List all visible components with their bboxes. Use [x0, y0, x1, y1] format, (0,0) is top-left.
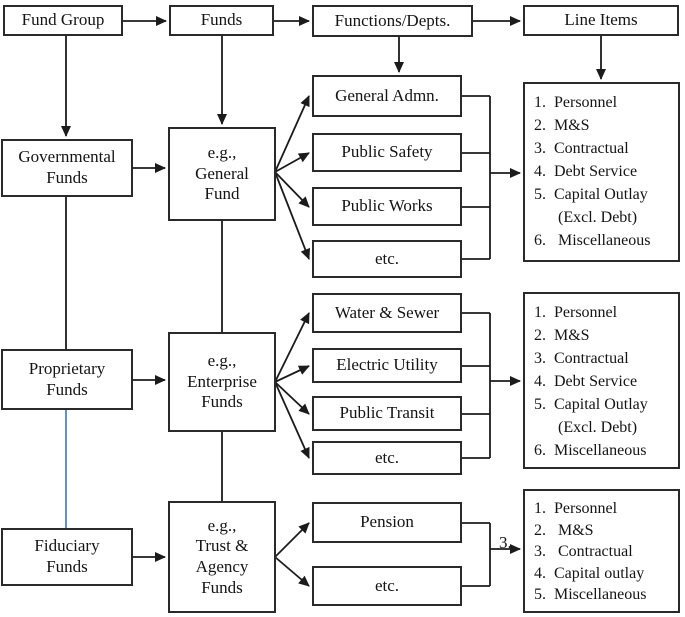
line-item: 1. Personnel	[534, 94, 618, 111]
gov-function-public-safety: Public Safety	[312, 133, 462, 172]
line-item: 2. M&S	[534, 521, 594, 539]
line-item: 3. Contractual	[534, 543, 633, 560]
fiduciary-funds-box: Fiduciary Funds	[1, 528, 133, 586]
prop-line-items-box: 1. Personnel 2. M&S 3. Contractual 4. Debt …	[523, 292, 680, 469]
gov-function-etc: etc.	[312, 240, 462, 278]
prop-function-water-sewer: Water & Sewer	[312, 293, 462, 333]
line-item: 5. Capital Outlay (Excl. Debt)	[534, 186, 648, 226]
trust-agency-funds-box: e.g., Trust & Agency Funds	[168, 501, 276, 613]
gov-line-items-box: 1. Personnel 2. M&S 3. Contractual 4. Debt …	[523, 82, 680, 262]
header-funds: Funds	[169, 5, 274, 36]
governmental-funds-box: Governmental Funds	[1, 139, 133, 197]
line-item: 5. Miscellaneous	[534, 586, 647, 603]
fid-line-items-box: 1. Personnel 2. M&S 3. Contractual 4. Capit…	[523, 489, 680, 613]
line-item: 6. Miscellaneous	[534, 232, 651, 249]
line-item: 6. Miscellaneous	[534, 442, 647, 459]
prop-function-etc: etc.	[312, 441, 462, 475]
header-fund-group: Fund Group	[3, 5, 123, 36]
line-item: 4. Capital outlay	[534, 564, 645, 582]
line-item: 4. Debt Service	[534, 163, 638, 180]
line-item: 5. Capital Outlay (Excl. Debt)	[534, 396, 648, 436]
header-functions-depts: Functions/Depts.	[312, 5, 473, 37]
proprietary-funds-box: Proprietary Funds	[1, 349, 133, 410]
line-item: 1. Personnel	[534, 500, 618, 517]
gov-function-general-admn: General Admn.	[312, 75, 462, 117]
header-line-items: Line Items	[523, 5, 679, 36]
fid-function-etc: etc.	[312, 566, 462, 606]
line-item: 2. M&S	[534, 327, 590, 344]
gov-function-public-works: Public Works	[312, 187, 462, 226]
line-item: 3. Contractual	[534, 350, 629, 367]
line-item: 3. Contractual	[534, 140, 629, 157]
line-item: 1. Personnel	[534, 304, 618, 321]
fid-function-pension: Pension	[312, 502, 462, 543]
enterprise-funds-box: e.g., Enterprise Funds	[168, 332, 276, 432]
line-item: 4. Debt Service	[534, 373, 638, 390]
general-fund-box: e.g., General Fund	[168, 127, 276, 221]
stray-label-3: 3.	[499, 533, 512, 552]
prop-function-public-transit: Public Transit	[312, 396, 462, 431]
line-item: 2. M&S	[534, 117, 590, 134]
prop-function-electric-utility: Electric Utility	[312, 348, 462, 383]
